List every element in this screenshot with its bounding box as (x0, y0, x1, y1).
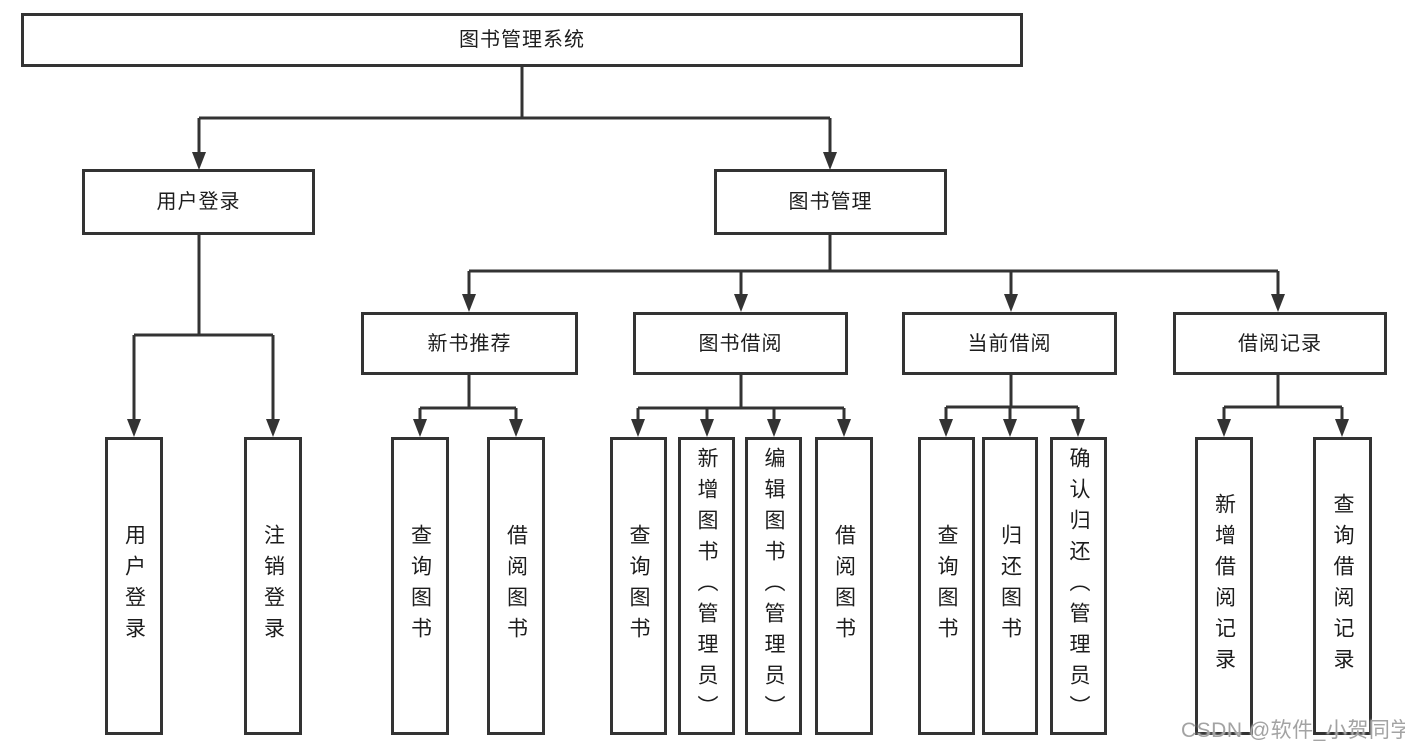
leaf-current-confirm-return-label: 确认归还（管理员） (1067, 446, 1090, 726)
leaf-user-login-label: 用户登录 (122, 524, 146, 648)
watermark: CSDN @软件_小贺同学 (1181, 719, 1405, 742)
leaf-records-query-record: 查询借阅记录 (1313, 437, 1372, 735)
leaf-current-query-books: 查询图书 (918, 437, 975, 735)
leaf-recommend-borrow-books: 借阅图书 (487, 437, 545, 735)
leaf-logout-label: 注销登录 (261, 524, 285, 648)
leaf-borrowing-edit-books: 编辑图书（管理员） (745, 437, 802, 735)
node-book-management: 图书管理 (714, 169, 947, 235)
connector-root-to-level2 (192, 67, 837, 170)
leaf-user-login: 用户登录 (105, 437, 163, 735)
leaf-records-add-record: 新增借阅记录 (1195, 437, 1253, 735)
leaf-recommend-query-books-label: 查询图书 (408, 524, 432, 648)
leaf-logout: 注销登录 (244, 437, 302, 735)
leaf-borrowing-borrow-books-label: 借阅图书 (832, 524, 856, 648)
leaf-recommend-borrow-books-label: 借阅图书 (504, 524, 528, 648)
node-borrowing-records: 借阅记录 (1173, 312, 1387, 375)
node-user-login-label: 用户登录 (156, 191, 241, 213)
node-user-login: 用户登录 (82, 169, 315, 235)
node-root: 图书管理系统 (21, 13, 1023, 67)
leaf-current-return-books-label: 归还图书 (998, 524, 1022, 648)
connector-user-login-to-leaves (127, 235, 280, 437)
leaf-recommend-query-books: 查询图书 (391, 437, 449, 735)
node-book-borrowing: 图书借阅 (633, 312, 848, 375)
leaf-borrowing-edit-books-label: 编辑图书（管理员） (762, 446, 785, 726)
node-current-borrowing: 当前借阅 (902, 312, 1117, 375)
node-borrowing-records-label: 借阅记录 (1238, 332, 1322, 355)
leaf-borrowing-add-books-label: 新增图书（管理员） (695, 446, 718, 726)
leaf-borrowing-borrow-books: 借阅图书 (815, 437, 873, 735)
node-new-book-recommend: 新书推荐 (361, 312, 578, 375)
leaf-borrowing-add-books: 新增图书（管理员） (678, 437, 735, 735)
leaf-borrowing-query-books-label: 查询图书 (627, 524, 650, 648)
node-current-borrowing-label: 当前借阅 (967, 332, 1052, 355)
leaf-current-confirm-return: 确认归还（管理员） (1050, 437, 1107, 735)
leaf-current-return-books: 归还图书 (982, 437, 1038, 735)
node-root-label: 图书管理系统 (459, 29, 585, 51)
connector-current-borrowing-to-leaves (939, 375, 1085, 437)
node-book-borrowing-label: 图书借阅 (698, 332, 783, 355)
leaf-records-query-record-label: 查询借阅记录 (1331, 493, 1354, 679)
leaf-records-add-record-label: 新增借阅记录 (1212, 493, 1236, 679)
node-book-management-label: 图书管理 (788, 191, 873, 213)
leaf-borrowing-query-books: 查询图书 (610, 437, 667, 735)
leaf-current-query-books-label: 查询图书 (935, 524, 958, 648)
connector-book-management-to-level3 (462, 235, 1285, 312)
connector-book-borrowing-to-leaves (631, 375, 851, 437)
node-new-book-recommend-label: 新书推荐 (427, 332, 512, 355)
connector-new-book-recommend-to-leaves (413, 375, 523, 437)
connector-borrowing-records-to-leaves (1217, 375, 1349, 437)
